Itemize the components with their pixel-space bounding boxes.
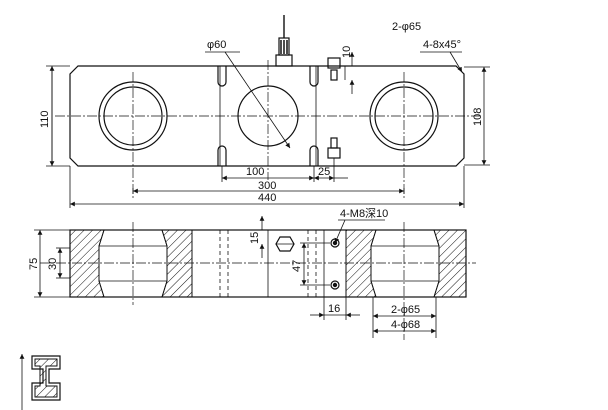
dim-phi60: φ60 [207,39,226,51]
dim-100: 100 [246,166,264,178]
slot-bottom-right [309,145,319,166]
top-view: φ60 2-φ65 10 4-8x45° 110 108 100 [39,15,490,208]
dim-30: 30 [47,258,59,270]
dim-10: 10 [341,46,353,58]
side-view: 4-M8深10 15 75 30 47 16 2- [28,207,476,340]
slot-bottom-left [217,145,227,166]
hatch-left-inner [161,229,193,298]
bolt-bottom [327,137,341,159]
dim-m8: 4-M8深10 [340,207,388,220]
side-connector-nut [275,236,295,252]
dim-chamfer: 4-8x45° [423,39,461,51]
threaded-hole-bottom [330,280,340,290]
dim-2phi65-top: 2-φ65 [392,21,421,33]
dim-440: 440 [258,192,276,204]
slot-top-right [309,66,319,87]
slot-top-left [217,66,227,87]
dim-2phi65-bottom: 2-φ65 [391,304,420,316]
cable-connector [275,15,293,67]
dim-75: 75 [28,258,40,270]
hatch-right-inner [345,229,377,298]
dim-15: 15 [249,232,261,244]
bolt-top [327,57,341,81]
dim-25: 25 [318,166,330,178]
dim-4phi68: 4-φ68 [391,319,420,331]
dim-300: 300 [258,180,276,192]
dim-110: 110 [39,110,51,128]
profile-section [19,354,61,410]
dim-108: 108 [472,108,484,126]
dim-47: 47 [291,260,303,272]
dim-16: 16 [328,303,340,315]
